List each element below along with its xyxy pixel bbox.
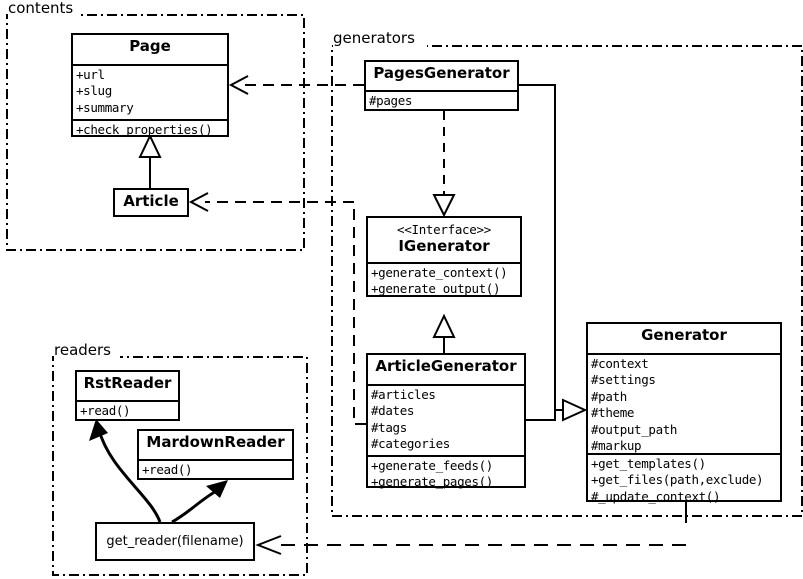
class-attributes-pages-generator: #pages [366,90,517,111]
class-name-generator: Generator [641,326,727,344]
edge-generator-depends-get-reader [255,502,687,555]
method-row: +get_files(path,exclude) [591,472,764,488]
package-frame-contents [6,14,305,251]
class-methods-igenerator: +generate_context() +generate_output() [368,262,520,300]
attribute-row: #output_path [591,421,678,437]
package-label-readers: readers [54,341,111,359]
edge-pagesgenerator-depends-page [228,75,364,95]
class-name-article-generator: ArticleGenerator [375,357,517,375]
class-methods-page: +check_properties() [73,119,227,140]
attribute-row: #pages [369,93,413,108]
class-attributes-page: +url +slug +summary [73,64,227,119]
attribute-row: #tags [371,419,407,435]
class-box-generator[interactable]: Generator #context #settings #path #them… [586,322,782,504]
class-name-pages-generator: PagesGenerator [373,64,510,82]
class-name-page: Page [129,37,171,55]
class-box-article[interactable]: Article [113,188,189,217]
attribute-row: +summary [76,99,134,115]
attribute-row: #markup [591,437,642,453]
edge-articlegenerator-inherits-generator [526,398,588,422]
edge-get-reader-creates-rstreader [89,419,162,523]
class-box-pages-generator[interactable]: PagesGenerator #pages [364,60,519,111]
attribute-row: #settings [591,372,656,388]
edge-get-reader-creates-mardownreader [171,480,228,524]
package-frame-readers [52,356,308,576]
package-label-generators: generators [333,29,415,47]
function-box-get-reader[interactable]: get_reader(filename) [95,522,255,561]
method-row: +generate_pages() [371,474,493,490]
class-stereotype-igenerator: <<Interface>> [397,222,491,237]
attribute-row: +slug [76,83,112,99]
class-name-rst-reader: RstReader [83,374,172,392]
edge-pagesgenerator-inherits-generator [519,84,556,410]
attribute-row: #context [591,356,649,371]
class-methods-rst-reader: +read() [77,400,178,421]
class-box-rst-reader[interactable]: RstReader +read() [75,370,180,421]
method-row: +check_properties() [76,122,213,137]
attribute-row: +url [76,67,105,82]
method-row: +generate_context() [371,265,508,280]
class-box-mardown-reader[interactable]: MardownReader +read() [137,429,294,480]
class-name-text-igenerator: IGenerator [398,236,490,255]
class-methods-article-generator: +generate_feeds() +generate_pages() [368,455,524,493]
edge-articlegenerator-inherits-igenerator [432,313,456,353]
method-row: +read() [142,462,193,477]
class-name-igenerator: <<Interface>> IGenerator [368,218,520,262]
method-row: +generate_output() [371,281,501,297]
edge-pagesgenerator-realizes-igenerator [432,111,456,218]
class-box-article-generator[interactable]: ArticleGenerator #articles #dates #tags … [366,353,526,489]
class-name-mardown-reader: MardownReader [146,433,285,451]
edge-article-inherits-page [138,133,162,188]
class-methods-mardown-reader: +read() [139,459,292,480]
method-row: +read() [80,403,131,418]
class-attributes-article-generator: #articles #dates #tags #categories [368,384,524,455]
method-row: +get_templates() [591,456,706,471]
attribute-row: #path [591,388,627,404]
attribute-row: #dates [371,403,415,419]
class-box-page[interactable]: Page +url +slug +summary +check_properti… [71,33,229,137]
attribute-row: #theme [591,405,635,421]
class-box-igenerator[interactable]: <<Interface>> IGenerator +generate_conte… [366,216,522,297]
package-label-contents: contents [8,0,74,17]
edge-articlegenerator-depends-article [188,192,366,425]
attribute-row: #categories [371,436,450,452]
package-frame-generators [331,45,803,517]
class-name-article: Article [123,192,179,210]
method-row: #_update_context() [591,488,721,504]
class-attributes-generator: #context #settings #path #theme #output_… [588,353,780,453]
function-box-label: get_reader(filename) [106,534,244,549]
class-methods-generator: +get_templates() +get_files(path,exclude… [588,453,780,507]
attribute-row: #articles [371,387,436,402]
method-row: +generate_feeds() [371,458,493,473]
